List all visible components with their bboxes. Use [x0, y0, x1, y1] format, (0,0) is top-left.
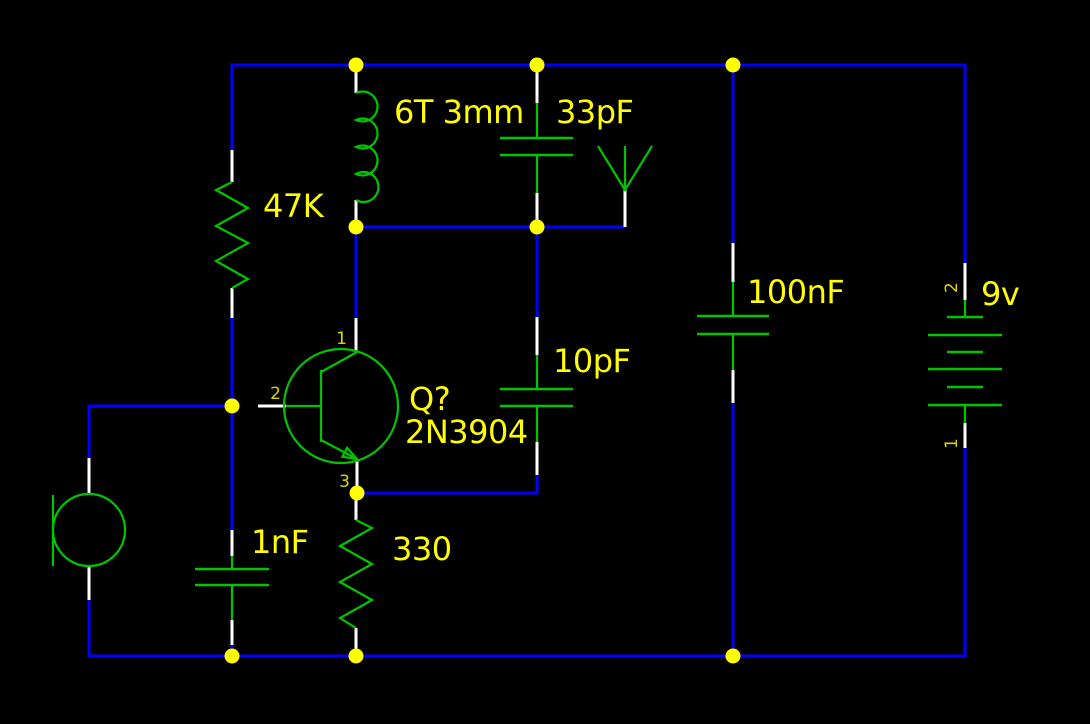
bias-resistor-value-label[interactable]: 47K	[263, 187, 325, 225]
inductor-coil	[353, 90, 380, 204]
antenna-lines	[597, 145, 653, 193]
transistor-pin-2-number: 2	[270, 384, 281, 404]
junction-dot	[348, 57, 364, 73]
resistor-zigzag	[337, 519, 375, 629]
transistor-collector-lead	[320, 351, 358, 373]
battery-pin-1-number: 1	[942, 438, 962, 449]
junction-dot	[725, 57, 741, 73]
microphone-circle	[51, 492, 127, 568]
junction-dot	[529, 219, 545, 235]
emitter-resistor-value-label[interactable]: 330	[392, 530, 452, 568]
resistor-zigzag	[213, 181, 251, 289]
transistor-symbol[interactable]	[282, 347, 400, 465]
junction-dot	[348, 648, 364, 664]
microphone-symbol[interactable]	[51, 492, 127, 568]
input-capacitor-symbol[interactable]	[195, 556, 269, 620]
antenna-symbol[interactable]	[597, 145, 653, 193]
feedback-capacitor-value-label[interactable]: 10pF	[553, 342, 631, 380]
transistor-value-label[interactable]: 2N3904	[405, 413, 528, 451]
junction-dot	[348, 219, 364, 235]
decoupling-capacitor-value-label[interactable]: 100nF	[747, 273, 845, 311]
feedback-capacitor-symbol[interactable]	[500, 355, 573, 442]
wire-emitter-to-feedback-cap[interactable]	[357, 475, 539, 495]
wire-top-rail[interactable]	[230, 63, 967, 263]
pin-stubs	[87, 65, 967, 656]
transistor-pin-1-number: 1	[336, 329, 347, 349]
battery-value-label[interactable]: 9v	[981, 275, 1020, 313]
capacitor-plates	[697, 314, 769, 336]
bias-resistor-symbol[interactable]	[213, 181, 251, 289]
tank-capacitor-symbol[interactable]	[500, 103, 573, 193]
junction-dot	[725, 648, 741, 664]
wires	[87, 63, 967, 658]
transistor-reference-label[interactable]: Q?	[409, 380, 451, 418]
transistor-pin-3-number: 3	[339, 472, 350, 492]
junction-dot	[349, 485, 365, 501]
input-capacitor-value-label[interactable]: 1nF	[251, 523, 309, 561]
labels: 6T 3mm 33pF 47K 100nF 9v 10pF Q? 2N3904 …	[251, 93, 1020, 568]
transistor-body-circle	[282, 347, 400, 465]
emitter-resistor-symbol[interactable]	[337, 519, 375, 629]
junction-dot	[224, 648, 240, 664]
decoupling-capacitor-symbol[interactable]	[697, 282, 769, 370]
tank-inductor-value-label[interactable]: 6T 3mm	[394, 93, 524, 131]
capacitor-plates	[500, 387, 573, 408]
wire-bottom-rail[interactable]	[87, 448, 967, 658]
tank-capacitor-value-label[interactable]: 33pF	[556, 93, 634, 131]
capacitor-plates	[500, 136, 573, 157]
junction-dot	[529, 57, 545, 73]
transistor-emitter-arrow	[340, 446, 360, 461]
battery-symbol[interactable]	[928, 300, 1002, 423]
battery-pin-2-number: 2	[942, 282, 962, 293]
junction-dots	[224, 57, 741, 664]
transistor-emitter-lead	[320, 439, 358, 460]
wire-mic-to-base[interactable]	[87, 404, 232, 458]
junction-dot	[224, 398, 240, 414]
wire-tank-mid-rail[interactable]	[354, 225, 625, 318]
capacitor-plates	[195, 567, 269, 587]
tank-inductor-symbol[interactable]	[353, 90, 380, 204]
